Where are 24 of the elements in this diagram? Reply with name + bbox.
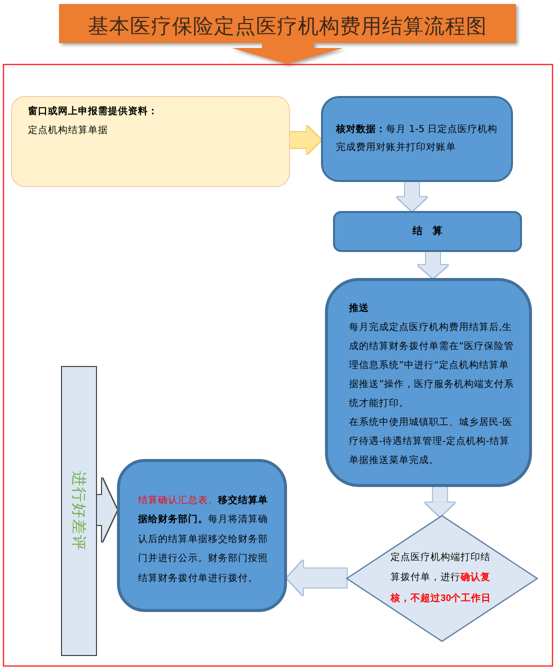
- process-box: [325, 278, 532, 487]
- diagram-title: 基本医疗保险定点医疗机构费用结算流程图: [88, 14, 487, 38]
- decision-text: 定点医疗机构端打印结算拨付单，进行确认复核，不超过 30 个工作日: [390, 550, 492, 606]
- side-band: [61, 366, 97, 656]
- note-text: 定点机构结算单据: [28, 124, 108, 138]
- decision-diamond: [346, 515, 538, 642]
- process-text: 在系统中使用城镇职工、城乡居民-医疗待遇-待遇结算管理-定点机构-结算单据推送菜单完成。: [349, 416, 514, 468]
- block-arrow: [287, 560, 347, 596]
- process-box: [117, 459, 287, 612]
- process-text: 核对数据：每月 1-5 日定点医疗机构完成费用对账并打印对账单: [336, 123, 499, 155]
- block-arrow: [418, 252, 448, 278]
- process-text: 结算确认汇总表、移交结算单据给财务部门。每月将清算确认后的结算单据移交给财务部门并进行公示。财务部门按照结算财务拨付单进行拨付。: [138, 494, 269, 586]
- block-arrow: [97, 478, 117, 542]
- process-text: 每月完成定点医疗机构费用结算后,生成的结算财务拨付单需在“医疗保险管理信息系统”中进行“定点机构结算单据推送”操作，医疗服务机构端支付系统才能打印。: [349, 321, 515, 411]
- process-box: [321, 96, 513, 182]
- block-arrow: [290, 126, 321, 154]
- block-arrow: [397, 182, 427, 211]
- process-label: 结 算: [412, 224, 442, 238]
- note-box: [11, 96, 290, 187]
- band-label: 进行好差评: [70, 471, 88, 551]
- block-arrow: [425, 487, 455, 516]
- process-heading: 推送: [349, 302, 369, 316]
- process-box: [333, 211, 522, 252]
- note-heading: 窗口或网上申报需提供资料：: [28, 104, 158, 119]
